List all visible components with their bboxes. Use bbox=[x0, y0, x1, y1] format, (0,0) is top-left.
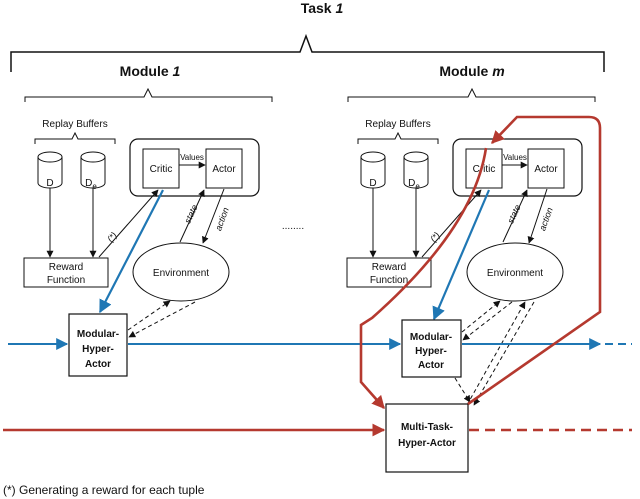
dashed-link-1 bbox=[127, 300, 171, 331]
modular-hyper-actor-label-2: Hyper- bbox=[415, 346, 447, 357]
module-1-brace bbox=[24, 87, 273, 102]
state-label: state bbox=[505, 203, 522, 225]
buffer-de-label: De bbox=[85, 178, 97, 191]
modular-hyper-actor-label-3: Actor bbox=[418, 360, 444, 371]
modular-hyper-actor-label-1: Modular- bbox=[410, 332, 452, 343]
modular-hyper-actor-label-1: Modular- bbox=[77, 329, 119, 340]
reward-function-label-2: Function bbox=[47, 275, 85, 286]
dashed-link-3 bbox=[454, 377, 471, 403]
env-to-critic-state-arrow bbox=[502, 189, 528, 243]
buffer-de-label: De bbox=[408, 178, 420, 191]
environment-ellipse bbox=[466, 242, 564, 302]
red-loop-critic-arrow bbox=[467, 115, 602, 406]
star-label: (*) bbox=[105, 230, 119, 244]
env-to-critic-state-arrow bbox=[179, 189, 205, 243]
values-label: Values bbox=[503, 153, 527, 162]
dashed-link-5 bbox=[473, 301, 535, 406]
actor-box bbox=[527, 148, 565, 189]
reward-function-label-1: Reward bbox=[49, 262, 83, 273]
task-title: Task 1 bbox=[301, 0, 344, 16]
module-m-brace bbox=[347, 87, 596, 102]
cylinder-database-icon bbox=[80, 151, 106, 189]
dashed-link-1 bbox=[461, 300, 501, 333]
module-m: Replay Buffers D De Critic Actor Values … bbox=[346, 119, 583, 473]
multi-task-hyper-actor-label-2: Hyper-Actor bbox=[398, 438, 456, 449]
replay-buffers-label: Replay Buffers bbox=[42, 119, 107, 130]
module-ellipsis: ........ bbox=[282, 221, 304, 232]
reward-to-critic-arrow bbox=[421, 189, 482, 258]
module-1-title: Module 1 bbox=[120, 63, 181, 79]
actor-to-env-action-arrow bbox=[202, 188, 225, 244]
actor-label: Actor bbox=[212, 164, 236, 175]
state-label: state bbox=[182, 203, 199, 225]
multi-task-hyper-actor-label-1: Multi-Task- bbox=[401, 422, 453, 433]
modular-hyper-actor-label-2: Hyper- bbox=[82, 344, 114, 355]
reward-to-critic-arrow bbox=[98, 189, 159, 258]
values-label: Values bbox=[180, 153, 204, 162]
critic-label: Critic bbox=[150, 164, 173, 175]
critic-actor-container bbox=[129, 138, 260, 197]
replay-buffers-brace bbox=[34, 131, 116, 144]
actor-box bbox=[205, 148, 243, 189]
modular-hyper-actor-box bbox=[401, 319, 462, 378]
actor-label: Actor bbox=[534, 164, 558, 175]
buffer-d-label: D bbox=[46, 178, 53, 189]
module-m-title: Module m bbox=[439, 63, 504, 79]
environment-label: Environment bbox=[487, 268, 543, 279]
multi-task-hyper-actor-box bbox=[385, 403, 469, 473]
task-brace bbox=[10, 33, 605, 72]
reward-function-box bbox=[23, 257, 109, 288]
critic-label: Critic bbox=[473, 164, 496, 175]
modular-hyper-actor-box bbox=[68, 313, 128, 377]
environment-label: Environment bbox=[153, 268, 209, 279]
footnote: (*) Generating a reward for each tuple bbox=[3, 483, 205, 497]
dashed-link-2 bbox=[128, 301, 196, 338]
buffer-d-label: D bbox=[369, 178, 376, 189]
environment-ellipse bbox=[132, 242, 230, 302]
replay-buffers-brace bbox=[357, 131, 439, 144]
reward-function-label-2: Function bbox=[370, 275, 408, 286]
dashed-link-2 bbox=[462, 301, 513, 341]
star-label: (*) bbox=[428, 230, 442, 244]
module-1: Replay Buffers D De Critic Actor Values … bbox=[23, 119, 260, 377]
dashed-link-4 bbox=[466, 301, 526, 406]
critic-to-hyper-actor-blue-arrow bbox=[99, 189, 164, 314]
replay-buffers-label: Replay Buffers bbox=[365, 119, 430, 130]
critic-to-hyper-actor-blue-arrow bbox=[432, 189, 491, 321]
critic-box bbox=[142, 148, 180, 189]
red-critic-to-multitask-arrow bbox=[359, 147, 488, 409]
modular-hyper-actor-label-3: Actor bbox=[85, 359, 111, 370]
actor-to-env-action-arrow bbox=[527, 188, 548, 244]
reward-function-label-1: Reward bbox=[372, 262, 406, 273]
cylinder-database-icon bbox=[360, 151, 386, 189]
critic-actor-container bbox=[452, 138, 583, 197]
